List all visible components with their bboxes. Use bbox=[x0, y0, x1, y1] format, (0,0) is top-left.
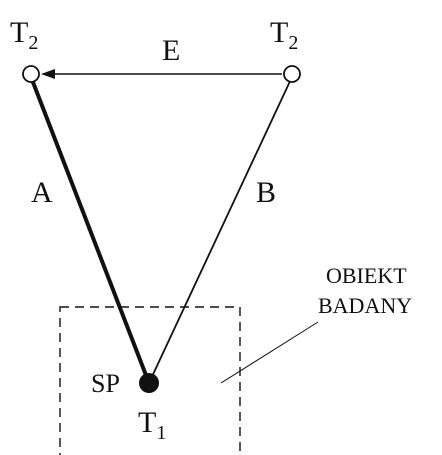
node-top-right bbox=[283, 65, 301, 83]
label-object-line1: OBIEKT bbox=[326, 263, 407, 288]
edge-a-line bbox=[29, 76, 151, 384]
node-top-left bbox=[22, 65, 40, 83]
edge-b-line bbox=[148, 76, 293, 384]
label-node-top-right: T2 bbox=[270, 16, 298, 54]
label-node-bottom: T1 bbox=[138, 406, 166, 444]
label-edge-e: E bbox=[162, 34, 180, 67]
object-boundary bbox=[59, 306, 241, 455]
label-node-top-left: T2 bbox=[10, 16, 38, 54]
object-leader-line bbox=[220, 321, 319, 384]
label-point-sp: SP bbox=[91, 369, 120, 398]
label-object-line2: BADANY bbox=[318, 293, 412, 318]
label-edge-a: A bbox=[31, 176, 53, 209]
node-bottom bbox=[139, 373, 159, 393]
label-edge-b: B bbox=[256, 176, 276, 209]
